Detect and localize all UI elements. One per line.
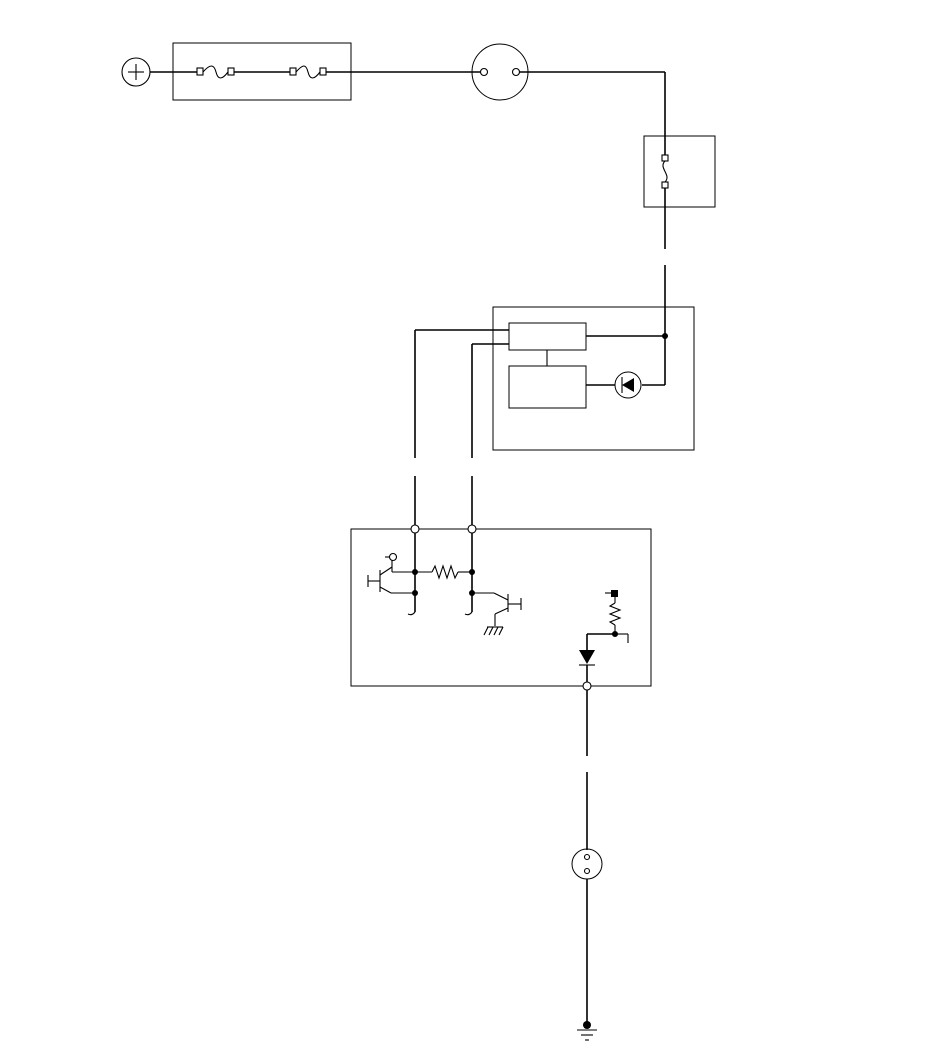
control-unit (415, 306, 695, 451)
switch-frame (643, 135, 716, 208)
ground-icon (483, 626, 504, 636)
terminal-icon (467, 524, 477, 534)
module-icon (508, 365, 587, 409)
control-unit-frame (492, 306, 695, 451)
supply-terminal-icon (605, 590, 618, 597)
diode-icon (579, 650, 595, 666)
terminal-icon (582, 681, 592, 691)
ground-icon (577, 1021, 597, 1041)
lamp-icon (571, 848, 603, 880)
switch-terminal (661, 181, 669, 189)
connector-icon (471, 43, 529, 101)
fuse-block (172, 42, 352, 101)
diode-icon (614, 371, 642, 399)
transistor-circuit-module (350, 524, 652, 691)
transistor-module-frame (350, 528, 652, 687)
terminal-icon (410, 524, 420, 534)
resistor-icon (608, 597, 622, 634)
switch-icon (662, 160, 668, 183)
switch-contact (643, 135, 716, 249)
fuse-icon (196, 65, 235, 79)
wire-top-main (150, 71, 666, 156)
fuse-block-frame (172, 42, 352, 101)
module-icon (508, 322, 587, 351)
resistor-icon (415, 564, 472, 580)
fuse-icon (289, 65, 327, 79)
transistor-icon (367, 552, 415, 594)
switch-terminal (661, 154, 669, 162)
transistor-icon (472, 592, 522, 626)
wire-signal-lines (414, 330, 473, 525)
plus-circle-icon (121, 57, 151, 87)
